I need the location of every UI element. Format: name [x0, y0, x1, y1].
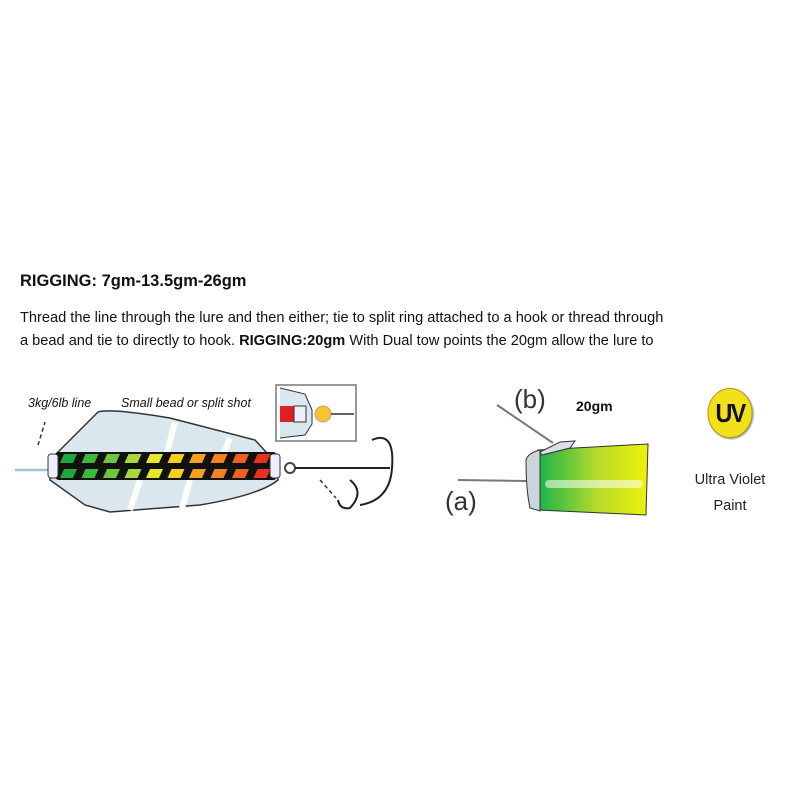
rigging-text-line-1: Thread the line through the lure and the… [20, 310, 664, 326]
line-label: 3kg/6lb line [28, 396, 92, 410]
stripe-segment [253, 454, 271, 463]
stripe-segment [103, 454, 120, 463]
uv-caption-line-1: Ultra Violet [694, 472, 766, 488]
stripe-segment [232, 454, 249, 463]
weight-label: 20gm [576, 398, 613, 414]
stripe-segment [167, 454, 185, 463]
stripe-segment [124, 469, 142, 478]
stripe-segment [124, 454, 142, 463]
text-segment: a bead and tie to directly to hook. [20, 333, 240, 349]
tow-point-b-label: (b) [514, 384, 546, 414]
stripe-segment [210, 454, 228, 463]
green-lure-body [537, 443, 649, 516]
lure-rigging-diagram [15, 384, 394, 513]
uv-badge-icon: UV [707, 388, 753, 438]
stripe-segment [103, 469, 120, 478]
stripe-segment [146, 454, 163, 463]
split-ring [284, 462, 296, 474]
stripe-segment [81, 469, 99, 478]
bead-label: Small bead or split shot [121, 396, 251, 410]
stripe-segment [189, 469, 206, 478]
stripe-segment [189, 454, 206, 463]
rigging-text-line-2: a bead and tie to directly to hook. RIGG… [20, 333, 654, 349]
rigging-heading: RIGGING: 7gm-13.5gm-26gm [20, 272, 247, 290]
bead-icon [314, 405, 332, 423]
stripe-segment [81, 454, 99, 463]
tow-points-diagram [457, 404, 649, 516]
stripe-segment [232, 469, 249, 478]
stripe-segment [167, 469, 185, 478]
treble-hook [295, 437, 394, 510]
stripe-segment [253, 469, 271, 478]
stripe-segment [210, 469, 228, 478]
text-segment: With Dual tow points the 20gm allow the … [345, 333, 654, 349]
stripe-segment [146, 469, 163, 478]
tow-point-a-label: (a) [445, 486, 477, 516]
rigging-20gm-bold: RIGGING:20gm [239, 333, 346, 349]
stripe-segment [60, 469, 77, 478]
stripe-segment [60, 454, 77, 463]
uv-caption-line-2: Paint [713, 498, 747, 514]
